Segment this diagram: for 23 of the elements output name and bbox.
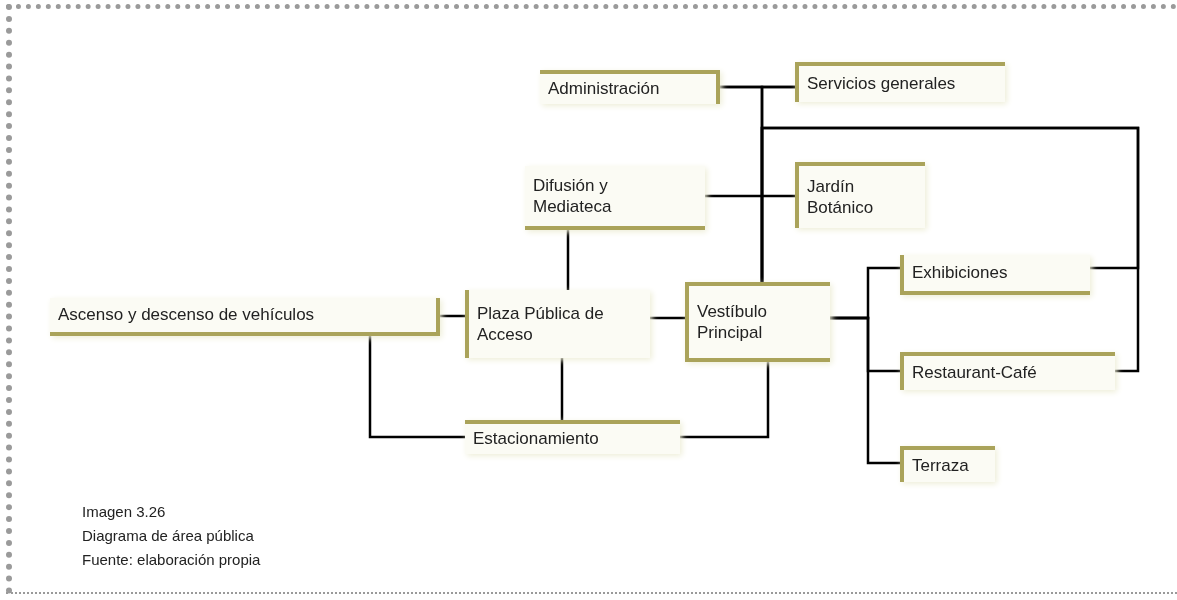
label-box: Terraza bbox=[900, 446, 995, 482]
label-box: Vestíbulo Principal bbox=[685, 282, 830, 362]
connector-line bbox=[705, 194, 795, 198]
label-box: Servicios generales bbox=[795, 62, 1005, 102]
connector-line bbox=[560, 358, 564, 420]
caption-text: Diagrama de área pública bbox=[82, 526, 255, 546]
caption-text: Imagen 3.26 bbox=[82, 502, 167, 522]
connector-line bbox=[368, 336, 465, 439]
label-box: Difusión y Mediateca bbox=[525, 166, 705, 230]
label-box: Exhibiciones bbox=[900, 255, 1090, 295]
connector-line bbox=[830, 316, 900, 465]
connector-line bbox=[680, 362, 770, 439]
connector-line bbox=[650, 316, 685, 320]
label-box: Plaza Pública de Acceso bbox=[465, 290, 650, 358]
connector-line bbox=[760, 126, 1140, 373]
connector-line bbox=[440, 314, 465, 318]
label-box: Restaurant-Café bbox=[900, 352, 1115, 390]
label-box: Jardín Botánico bbox=[795, 162, 925, 228]
label-box: Ascenso y descenso de vehículos bbox=[50, 298, 440, 336]
connector-line bbox=[566, 230, 570, 290]
label-box: Administración bbox=[540, 70, 720, 104]
caption-text: Fuente: elaboración propia bbox=[82, 550, 261, 570]
label-box: Estacionamiento bbox=[465, 420, 680, 454]
